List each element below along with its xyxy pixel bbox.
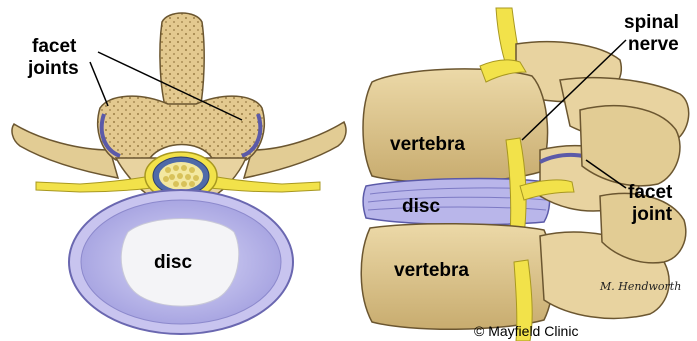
vertebra-bottom-label: vertebra	[394, 260, 469, 281]
spinous-process	[160, 13, 204, 110]
spinal-nerve-label-line2: nerve	[628, 34, 679, 55]
copyright-credit: © Mayfield Clinic	[474, 323, 578, 339]
vertebra-top-label: vertebra	[390, 134, 465, 155]
lateral-view: spinal nerve vertebra disc facet joint v…	[361, 8, 688, 341]
right-nerve-root	[210, 176, 320, 192]
axial-view: facet joints disc	[12, 13, 346, 334]
disc-label-left: disc	[154, 252, 192, 273]
left-nerve-root	[36, 176, 152, 192]
spinal-nerve-label-line1: spinal	[624, 12, 679, 33]
facet-joint-label-line2: joint	[631, 204, 673, 225]
facet-joints-label-line2: joints	[27, 58, 79, 79]
lamina-arch	[98, 96, 265, 160]
facet-joints-label-line1: facet	[32, 36, 77, 57]
disc-label-right: disc	[402, 196, 440, 217]
facet-joint-label-line1: facet	[628, 182, 673, 203]
artist-signature: M. Hendworth	[599, 280, 681, 293]
facet-joints-leader-left	[90, 62, 108, 106]
